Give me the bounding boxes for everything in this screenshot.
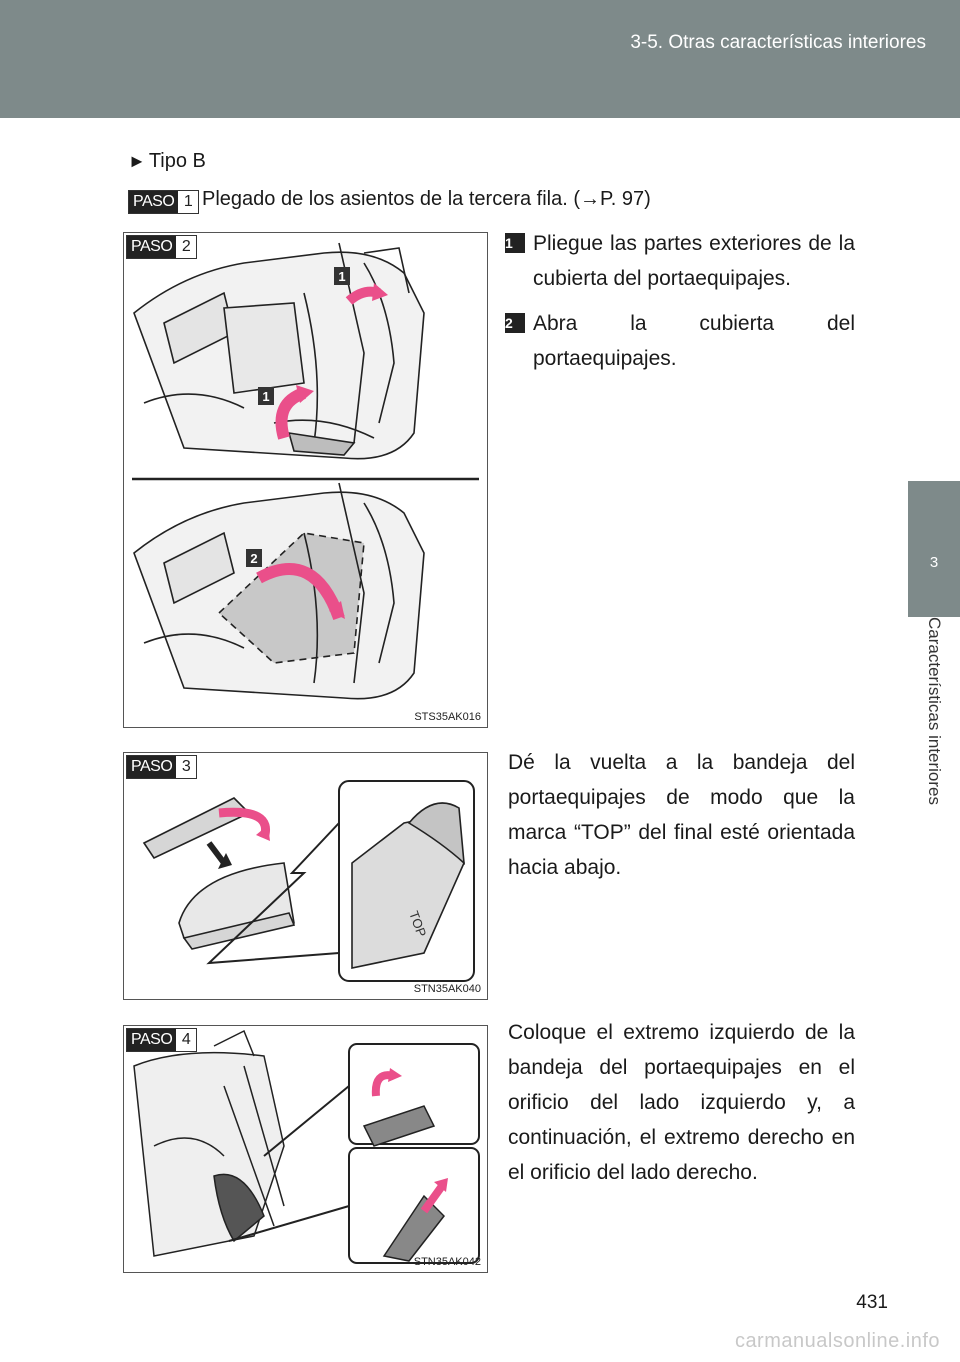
item-text: Abra la cubierta del portaequipajes. [533, 312, 855, 370]
step-3-text: Dé la vuelta a la bandeja del portaequip… [508, 751, 855, 879]
list-item: 1 Pliegue las partes exteriores de la cu… [505, 226, 855, 296]
step-word: PASO [129, 191, 179, 213]
step-number: 3 [176, 756, 197, 778]
callout-1-upper: 1 [338, 269, 345, 284]
tray-flip-illustration: TOP [142, 780, 475, 982]
item-number-badge: 2 [505, 313, 525, 333]
callout-1-lower: 1 [262, 389, 269, 404]
watermark: carmanualsonline.info [734, 1330, 940, 1352]
step-number: 2 [176, 236, 197, 258]
cargo-cover-folding-illustration: 1 1 2 [132, 242, 479, 700]
step-word: PASO [127, 236, 177, 258]
figure-code: STN35AK040 [413, 983, 481, 995]
triangle-bullet-icon: ► [128, 151, 146, 171]
figure-step-4: STN35AK042 [123, 1025, 488, 1273]
side-tab-blank [908, 118, 960, 481]
list-item: 2 Abra la cubierta del portaequipajes. [505, 306, 855, 376]
page-header: 3-5. Otras características interiores [0, 0, 960, 118]
step-number: 4 [176, 1029, 197, 1051]
step-2-instructions: 1 Pliegue las partes exteriores de la cu… [505, 226, 855, 376]
step-1-text: Plegado de los asientos de la tercera fi… [202, 188, 651, 210]
figure-code: STS35AK016 [414, 711, 481, 723]
figure-step-2: 1 1 2 STS35AK016 [123, 232, 488, 728]
step-word: PASO [127, 756, 177, 778]
type-heading: ►Tipo B [128, 150, 206, 173]
chapter-label-tab: Características interiores [908, 617, 960, 877]
item-number-badge: 1 [505, 233, 525, 253]
callout-2: 2 [250, 551, 257, 566]
section-title: 3-5. Otras características interiores [630, 32, 926, 53]
figure-step-3: TOP STN35AK040 [123, 752, 488, 1000]
type-label: Tipo B [148, 150, 206, 172]
step-word: PASO [127, 1029, 177, 1051]
chapter-number-tab: 3 [908, 481, 960, 617]
tray-install-illustration [133, 1029, 480, 1264]
step-number: 1 [178, 191, 199, 213]
item-text: Pliegue las partes exteriores de la cubi… [533, 232, 855, 290]
chapter-label: Características interiores [925, 617, 944, 806]
figure-code: STN35AK042 [413, 1256, 481, 1268]
step-4-text: Coloque el extremo izquierdo de la bande… [508, 1021, 855, 1184]
page-number: 431 [856, 1292, 888, 1313]
